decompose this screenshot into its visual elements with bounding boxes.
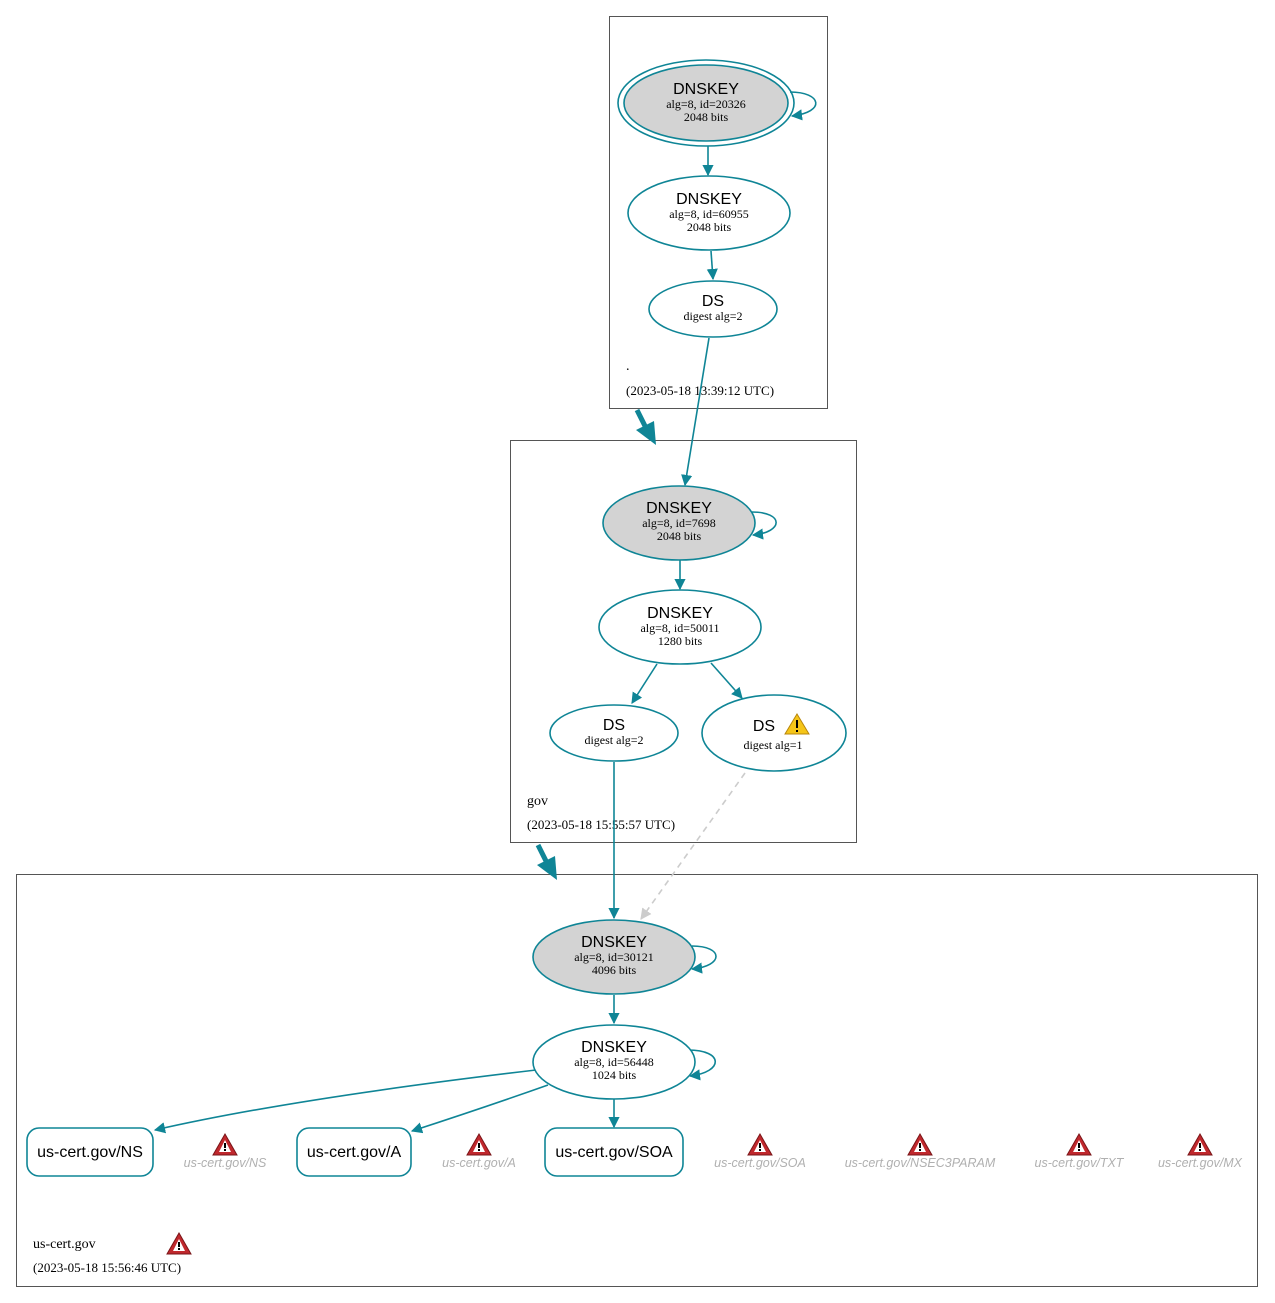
error-txt: us-cert.gov/TXT: [1035, 1132, 1125, 1170]
node-gov-ds2: DS digest alg=2: [549, 704, 679, 762]
zone-uscert-time: (2023-05-18 15:56:46 UTC): [33, 1260, 181, 1275]
node-root-zsk-title: DNSKEY: [676, 191, 742, 208]
error-txt-label: us-cert.gov/TXT: [1035, 1156, 1125, 1170]
error-mx-label: us-cert.gov/MX: [1158, 1156, 1243, 1170]
selfloop-root-ksk: [789, 91, 817, 121]
error-nsec3param: us-cert.gov/NSEC3PARAM: [845, 1132, 996, 1170]
node-root-zsk-line1: alg=8, id=60955: [669, 207, 749, 221]
node-us-ksk-line1: alg=8, id=30121: [574, 950, 654, 964]
node-us-ksk-title: DNSKEY: [581, 934, 647, 951]
node-root-ds-title: DS: [702, 293, 724, 310]
node-gov-ds2-line1: digest alg=2: [584, 733, 643, 747]
node-gov-zsk-title: DNSKEY: [647, 605, 713, 622]
node-root-ds: DS digest alg=2: [648, 280, 778, 338]
zone-gov-time: (2023-05-18 15:55:57 UTC): [527, 817, 675, 832]
error-triangle-icon: [907, 1132, 933, 1156]
zone-root-box: [609, 16, 828, 409]
node-gov-ksk-title: DNSKEY: [646, 500, 712, 517]
error-soa: us-cert.gov/SOA: [714, 1132, 806, 1170]
node-gov-ds1-line1: digest alg=1: [743, 738, 802, 752]
edge-gov-zsk-ds1: [710, 662, 743, 699]
rrset-a-label: us-cert.gov/A: [307, 1144, 402, 1161]
node-gov-ds2-title: DS: [603, 717, 625, 734]
error-ns: us-cert.gov/NS: [184, 1132, 267, 1170]
rrset-ns-label: us-cert.gov/NS: [37, 1144, 143, 1161]
node-us-zsk-line1: alg=8, id=56448: [574, 1055, 654, 1069]
warning-triangle-icon: [784, 713, 810, 735]
node-gov-ksk: DNSKEY alg=8, id=7698 2048 bits: [602, 485, 756, 561]
node-gov-zsk: DNSKEY alg=8, id=50011 1280 bits: [598, 589, 762, 665]
selfloop-us-ksk: [690, 945, 717, 974]
error-triangle-icon: [1187, 1132, 1213, 1156]
error-triangle-icon: [212, 1132, 238, 1156]
node-root-ksk-line2: 2048 bits: [684, 110, 729, 124]
error-triangle-icon: [466, 1132, 492, 1156]
node-us-zsk-line2: 1024 bits: [592, 1068, 637, 1082]
rrset-soa: us-cert.gov/SOA: [544, 1127, 684, 1177]
node-us-zsk-title: DNSKEY: [581, 1039, 647, 1056]
error-mx: us-cert.gov/MX: [1158, 1132, 1243, 1170]
zone-gov-label: gov: [527, 794, 548, 809]
error-ns-label: us-cert.gov/NS: [184, 1156, 267, 1170]
delegation-arrow-root-gov: [634, 408, 656, 445]
edge-gov-ds1-us-ksk-dashed: [640, 772, 746, 920]
node-root-ksk-line1: alg=8, id=20326: [666, 97, 746, 111]
node-gov-ds1: DS digest alg=1: [701, 694, 847, 772]
node-us-ksk: DNSKEY alg=8, id=30121 4096 bits: [532, 919, 696, 995]
node-root-ds-line1: digest alg=2: [683, 309, 742, 323]
rrset-soa-label: us-cert.gov/SOA: [555, 1144, 673, 1161]
zone-gov-box: [510, 440, 857, 843]
node-us-ksk-line2: 4096 bits: [592, 963, 637, 977]
node-root-ksk: DNSKEY alg=8, id=20326 2048 bits: [617, 59, 795, 147]
selfloop-gov-ksk: [751, 511, 777, 540]
node-us-zsk: DNSKEY alg=8, id=56448 1024 bits: [532, 1024, 696, 1100]
delegation-arrow-gov-uscert: [535, 843, 557, 880]
error-triangle-icon: [747, 1132, 773, 1156]
zone-uscert-label: us-cert.gov: [33, 1237, 96, 1252]
error-triangle-icon: [1066, 1132, 1092, 1156]
zone-uscert-box: [16, 874, 1258, 1287]
error-triangle-icon: [166, 1231, 192, 1255]
rrset-ns: us-cert.gov/NS: [26, 1127, 154, 1177]
node-gov-ksk-line2: 2048 bits: [657, 529, 702, 543]
node-gov-zsk-line2: 1280 bits: [658, 634, 703, 648]
node-root-zsk-line2: 2048 bits: [687, 220, 732, 234]
node-gov-zsk-line1: alg=8, id=50011: [640, 621, 719, 635]
node-root-ksk-title: DNSKEY: [673, 81, 739, 98]
node-root-zsk: DNSKEY alg=8, id=60955 2048 bits: [627, 175, 791, 251]
edge-us-zsk-ns: [153, 1069, 537, 1134]
error-nsec3param-label: us-cert.gov/NSEC3PARAM: [845, 1156, 996, 1170]
error-a: us-cert.gov/A: [442, 1132, 516, 1170]
error-soa-label: us-cert.gov/SOA: [714, 1156, 806, 1170]
rrset-a: us-cert.gov/A: [296, 1127, 412, 1177]
edge-root-zsk-ds: [706, 250, 718, 281]
edge-root-ds-gov-ksk: [681, 337, 710, 487]
error-a-label: us-cert.gov/A: [442, 1156, 516, 1170]
zone-root-label: .: [626, 359, 630, 374]
node-gov-ds1-title: DS: [753, 718, 775, 735]
edge-gov-zsk-ds2: [631, 663, 658, 704]
edge-us-zsk-a: [410, 1084, 549, 1134]
selfloop-us-zsk: [687, 1049, 717, 1081]
node-gov-ksk-line1: alg=8, id=7698: [642, 516, 716, 530]
